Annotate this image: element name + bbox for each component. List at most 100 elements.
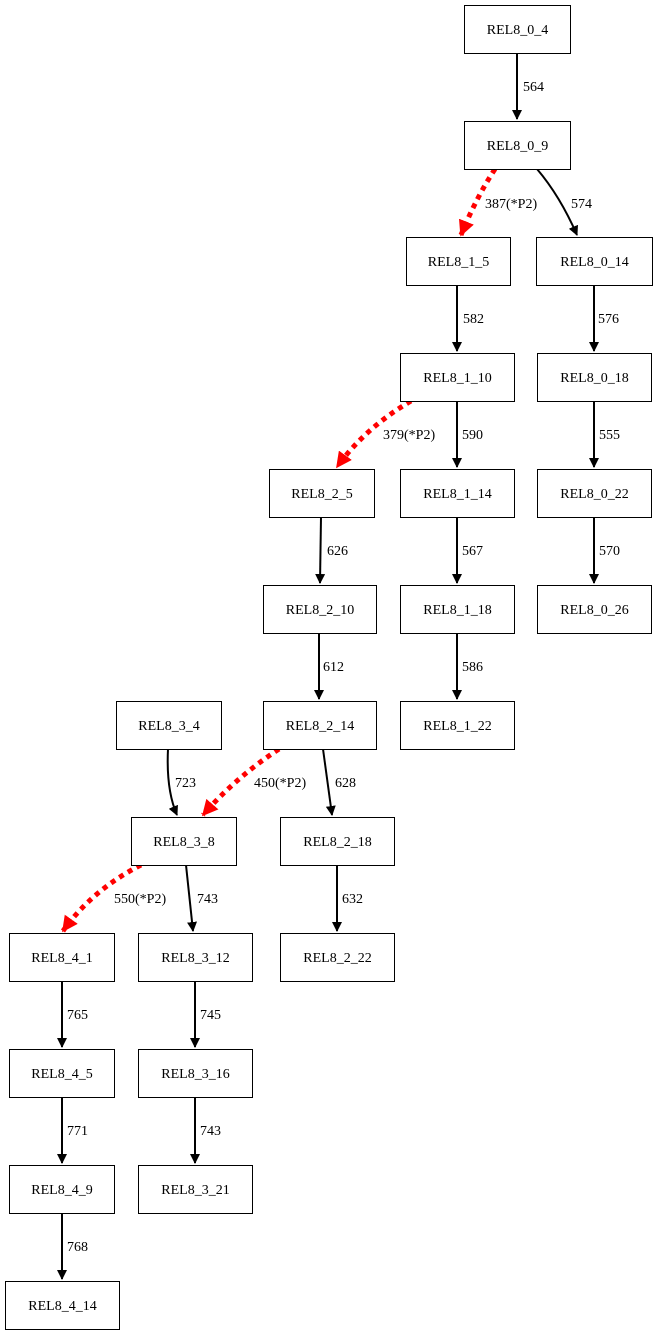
node-label: REL8_3_16 xyxy=(161,1067,229,1082)
node-rel8-0-18: REL8_0_18 xyxy=(537,353,652,402)
node-label: REL8_3_21 xyxy=(161,1183,229,1198)
node-rel8-1-14: REL8_1_14 xyxy=(400,469,515,518)
edge-label: 570 xyxy=(599,544,620,559)
node-rel8-4-14: REL8_4_14 xyxy=(5,1281,120,1330)
node-label: REL8_0_18 xyxy=(560,371,628,386)
node-rel8-3-4: REL8_3_4 xyxy=(116,701,222,750)
edge-label: 612 xyxy=(323,660,344,675)
node-box xyxy=(400,469,515,518)
node-label: REL8_2_22 xyxy=(303,951,371,966)
node-rel8-0-4: REL8_0_4 xyxy=(464,5,571,54)
node-rel8-0-26: REL8_0_26 xyxy=(537,585,652,634)
node-rel8-2-18: REL8_2_18 xyxy=(280,817,395,866)
node-label: REL8_2_5 xyxy=(291,487,352,502)
node-label: REL8_0_14 xyxy=(560,255,628,270)
edge-label: 550(*P2) xyxy=(114,892,166,907)
edge-label: 765 xyxy=(67,1008,88,1023)
priority-edge-rel8-3-8-to-rel8-4-1 xyxy=(60,862,143,933)
node-rel8-0-22: REL8_0_22 xyxy=(537,469,652,518)
node-label: REL8_0_26 xyxy=(560,603,628,618)
node-box xyxy=(536,237,653,286)
node-rel8-1-10: REL8_1_10 xyxy=(400,353,515,402)
edge-label: 574 xyxy=(571,197,592,212)
node-label: REL8_3_12 xyxy=(161,951,229,966)
node-box xyxy=(400,701,515,750)
edge-label: 590 xyxy=(462,428,483,443)
node-box xyxy=(406,237,511,286)
node-rel8-3-12: REL8_3_12 xyxy=(138,933,253,982)
edge-rel8-2-5-to-rel8-2-10 xyxy=(315,516,326,584)
edge-rel8-0-9-to-rel8-0-14 xyxy=(536,168,578,236)
node-label: REL8_4_9 xyxy=(31,1183,92,1198)
node-rel8-1-18: REL8_1_18 xyxy=(400,585,515,634)
edge-label: 450(*P2) xyxy=(254,776,306,791)
edge-label: 743 xyxy=(200,1124,221,1139)
edge-label: 632 xyxy=(342,892,363,907)
node-box xyxy=(138,1165,253,1214)
edge-label: 771 xyxy=(67,1124,88,1139)
node-rel8-0-9: REL8_0_9 xyxy=(464,121,571,170)
node-label: REL8_4_1 xyxy=(31,951,92,966)
node-rel8-4-1: REL8_4_1 xyxy=(9,933,115,982)
edges-layer xyxy=(57,53,599,1280)
node-label: REL8_0_4 xyxy=(487,23,548,38)
node-box xyxy=(280,817,395,866)
node-rel8-1-22: REL8_1_22 xyxy=(400,701,515,750)
node-label: REL8_1_14 xyxy=(423,487,491,502)
edge-label: 745 xyxy=(200,1008,221,1023)
node-label: REL8_1_10 xyxy=(423,371,491,386)
node-label: REL8_0_22 xyxy=(560,487,628,502)
node-rel8-3-21: REL8_3_21 xyxy=(138,1165,253,1214)
node-box xyxy=(116,701,222,750)
node-box xyxy=(400,353,515,402)
node-box xyxy=(263,701,377,750)
node-label: REL8_2_10 xyxy=(286,603,354,618)
edge-label: 586 xyxy=(462,660,483,675)
node-box xyxy=(537,469,652,518)
edge-label: 768 xyxy=(67,1240,88,1255)
edge-label: 387(*P2) xyxy=(485,197,537,212)
node-rel8-3-8: REL8_3_8 xyxy=(131,817,237,866)
node-rel8-2-14: REL8_2_14 xyxy=(263,701,377,750)
node-box xyxy=(280,933,395,982)
edge-label: 564 xyxy=(523,80,544,95)
priority-edge-rel8-1-10-to-rel8-2-5 xyxy=(334,398,413,469)
node-label: REL8_3_4 xyxy=(138,719,199,734)
edge-label: 723 xyxy=(175,776,196,791)
node-rel8-4-9: REL8_4_9 xyxy=(9,1165,115,1214)
node-box xyxy=(464,121,571,170)
node-label: REL8_4_14 xyxy=(28,1299,96,1314)
node-box xyxy=(138,1049,253,1098)
edge-label: 743 xyxy=(197,892,218,907)
node-box xyxy=(537,585,652,634)
edge-label: 582 xyxy=(463,312,484,327)
node-box xyxy=(9,1165,115,1214)
node-box xyxy=(138,933,253,982)
node-label: REL8_2_18 xyxy=(303,835,371,850)
edge-rel8-2-14-to-rel8-2-18 xyxy=(322,748,336,816)
node-rel8-2-22: REL8_2_22 xyxy=(280,933,395,982)
node-box xyxy=(400,585,515,634)
edge-label: 626 xyxy=(327,544,348,559)
edge-label: 379(*P2) xyxy=(383,428,435,443)
node-label: REL8_1_22 xyxy=(423,719,491,734)
node-label: REL8_1_5 xyxy=(428,255,489,270)
node-box xyxy=(9,933,115,982)
node-rel8-3-16: REL8_3_16 xyxy=(138,1049,253,1098)
node-rel8-2-10: REL8_2_10 xyxy=(263,585,377,634)
edge-label: 576 xyxy=(598,312,619,327)
edge-label: 567 xyxy=(462,544,483,559)
node-box xyxy=(263,585,377,634)
node-rel8-2-5: REL8_2_5 xyxy=(269,469,375,518)
node-rel8-4-5: REL8_4_5 xyxy=(9,1049,115,1098)
node-box xyxy=(5,1281,120,1330)
node-label: REL8_0_9 xyxy=(487,139,548,154)
node-label: REL8_1_18 xyxy=(423,603,491,618)
node-rel8-0-14: REL8_0_14 xyxy=(536,237,653,286)
node-label: REL8_2_14 xyxy=(286,719,354,734)
node-label: REL8_4_5 xyxy=(31,1067,92,1082)
node-box xyxy=(464,5,571,54)
